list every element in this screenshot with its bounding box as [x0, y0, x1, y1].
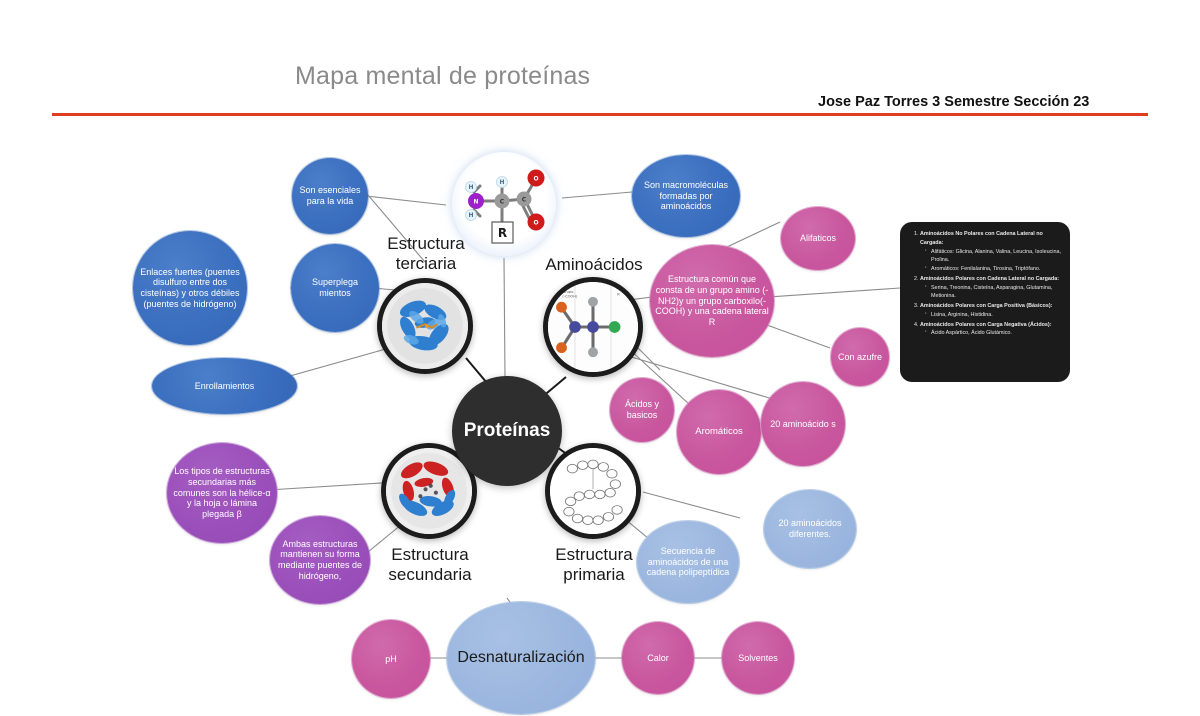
classification-item-title: Aminoácidos Polares con Cadena Lateral n… [920, 275, 1059, 282]
caption-aminoacidos: Aminoácidos [545, 255, 643, 274]
classification-item-title: Aminoácidos Polares con Carga Negativa (… [920, 321, 1052, 328]
image-aminoacido-diagram: Grupo (-COOH) R [543, 277, 643, 377]
classification-subitem: Serina, Treonina, Cisteína, Asparagina, … [925, 283, 1061, 302]
classification-item: Aminoácidos Polares con Carga Negativa (… [920, 321, 1061, 339]
svg-text:H: H [499, 179, 504, 186]
node-solventes[interactable]: Solventes [722, 622, 794, 694]
svg-text:H: H [468, 212, 473, 219]
node-label: Con azufre [837, 351, 883, 362]
node-label: Son esenciales para la vida [299, 185, 361, 206]
node-label: pH [385, 653, 397, 664]
svg-text:O: O [533, 220, 538, 227]
node-label: 20 aminoácidos diferentes. [778, 518, 842, 539]
node-son-macromoleculas[interactable]: Son macromoléculas formadas por aminoáci… [632, 155, 740, 237]
classification-sublist: Serina, Treonina, Cisteína, Asparagina, … [920, 283, 1061, 302]
center-node-label: Proteínas [463, 419, 551, 441]
node-label: Calor [647, 652, 669, 663]
classification-sublist: Lisina, Arginina, Histidina. [920, 310, 1061, 320]
node-alifaticos[interactable]: Alifaticos [781, 207, 855, 270]
classification-subitem: Aromáticos: Fenilalanina, Tirosina, Trip… [925, 264, 1061, 274]
caption-estructura-terciaria: Estructura terciaria [387, 234, 465, 274]
node-label: Desnaturalización [457, 648, 585, 666]
node-con-azufre[interactable]: Con azufre [831, 328, 889, 386]
node-label: Aromáticos [695, 426, 743, 438]
node-enlaces-fuertes[interactable]: Enlaces fuertes (puentes disulfuro entre… [133, 231, 247, 345]
node-label: Enlaces fuertes (puentes disulfuro entre… [140, 266, 240, 309]
svg-text:R: R [617, 293, 620, 297]
classification-list: Aminoácidos No Polares con Cadena Latera… [909, 230, 1061, 338]
node-label: 20 aminoácido s [770, 418, 836, 429]
classification-item: Aminoácidos Polares con Cadena Lateral n… [920, 275, 1061, 301]
image-estructura-primaria [545, 443, 641, 539]
node-son-esenciales[interactable]: Son esenciales para la vida [292, 158, 368, 234]
node-calor[interactable]: Calor [622, 622, 694, 694]
node-label: Ambas estructuras mantienen su forma med… [277, 538, 363, 581]
page-title: Mapa mental de proteínas [295, 62, 591, 90]
node-label: Superplega mientos [311, 277, 359, 298]
node-label: Secuencia de aminoácidos de una cadena p… [646, 546, 730, 578]
node-ambas-estructuras[interactable]: Ambas estructuras mantienen su forma med… [270, 516, 370, 604]
node-acidos-basicos[interactable]: Ácidos y basicos [610, 378, 674, 442]
node-label: Los tipos de estructuras secundarias más… [173, 466, 271, 519]
classification-subitem: Ácido Aspártico, Ácido Glutámico. [925, 328, 1061, 338]
node-desnaturalizacion[interactable]: Desnaturalización [447, 602, 595, 714]
classification-item-title: Aminoácidos No Polares con Cadena Latera… [920, 231, 1043, 246]
svg-text:Grupo: Grupo [562, 290, 573, 294]
classification-sublist: Ácido Aspártico, Ácido Glutámico. [920, 328, 1061, 338]
header-divider-rule [52, 113, 1148, 116]
image-estructura-terciaria [377, 278, 473, 374]
author-byline: Jose Paz Torres 3 Semestre Sección 23 [818, 94, 1090, 110]
classification-item-title: Aminoácidos Polares con Carga Positiva (… [920, 303, 1053, 309]
node-label: Ácidos y basicos [624, 399, 659, 420]
node-estructura-comun[interactable]: Estructura común que consta de un grupo … [650, 245, 774, 357]
svg-text:O: O [533, 176, 538, 183]
amino-acid-classification-panel: Aminoácidos No Polares con Cadena Latera… [900, 222, 1070, 382]
center-node-proteinas[interactable]: Proteínas [452, 376, 562, 486]
node-20-aminoacidos-diferentes[interactable]: 20 aminoácidos diferentes. [764, 490, 856, 568]
image-amino-acid-molecule: O O N C C H H H R [452, 152, 556, 256]
svg-text:C: C [500, 199, 505, 206]
caption-estructura-secundaria: Estructura secundaria [388, 545, 472, 585]
node-label: Son macromoléculas formadas por aminoáci… [643, 180, 729, 212]
node-label: Estructura común que consta de un grupo … [655, 274, 769, 327]
node-20-aminoacidos[interactable]: 20 aminoácido s [761, 382, 845, 466]
node-secuencia-aminoacidos[interactable]: Secuencia de aminoácidos de una cadena p… [637, 521, 739, 603]
svg-text:H: H [468, 184, 473, 191]
svg-text:R: R [498, 226, 507, 240]
svg-text:(-COOH): (-COOH) [562, 294, 578, 298]
node-label: Enrollamientos [194, 380, 255, 391]
node-tipos-estructuras[interactable]: Los tipos de estructuras secundarias más… [167, 443, 277, 543]
classification-item: Aminoácidos Polares con Carga Positiva (… [920, 302, 1061, 320]
node-aromaticos[interactable]: Aromáticos [677, 390, 761, 474]
node-superplegamientos[interactable]: Superplega mientos [291, 244, 379, 332]
caption-estructura-primaria: Estructura primaria [555, 545, 633, 585]
svg-text:N: N [473, 199, 478, 206]
classification-subitem: Alifáticos: Glicina, Alanina, Valina, Le… [925, 247, 1061, 266]
svg-text:C: C [522, 197, 527, 204]
node-ph[interactable]: pH [352, 620, 430, 698]
node-enrollamientos[interactable]: Enrollamientos [152, 358, 297, 414]
image-estructura-secundaria [381, 443, 477, 539]
classification-item: Aminoácidos No Polares con Cadena Latera… [920, 230, 1061, 274]
classification-subitem: Lisina, Arginina, Histidina. [925, 310, 1061, 320]
node-label: Solventes [738, 652, 778, 663]
classification-sublist: Alifáticos: Glicina, Alanina, Valina, Le… [920, 247, 1061, 274]
node-label: Alifaticos [799, 233, 836, 244]
